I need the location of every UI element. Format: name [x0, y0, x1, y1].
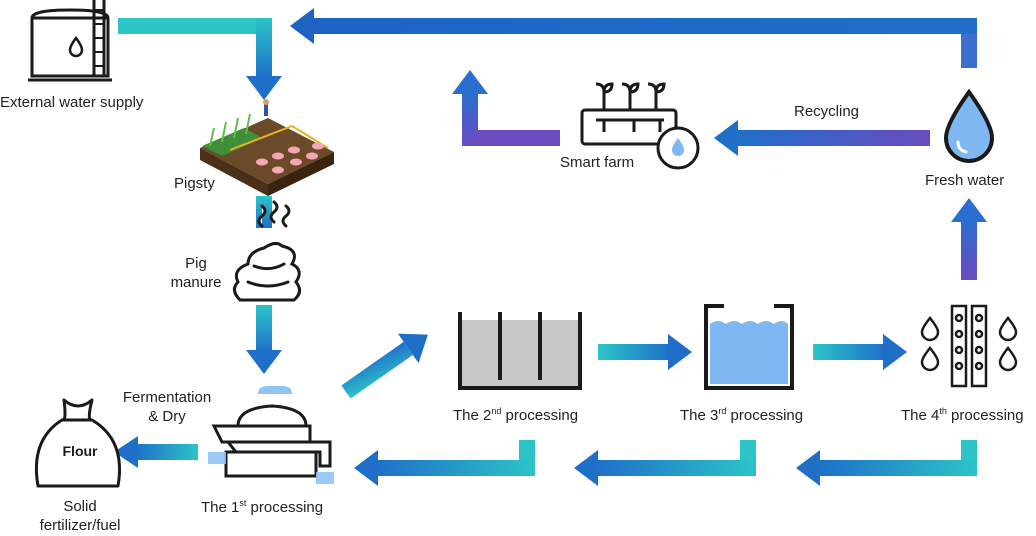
water-tank-icon	[28, 0, 112, 82]
first-to-second-arrow	[341, 333, 428, 399]
bottom-return-4-3	[796, 440, 977, 486]
filter-icon	[920, 304, 1018, 388]
pigsty-label: Pigsty	[174, 175, 215, 192]
smart-farm-label: Smart farm	[560, 154, 635, 171]
flour-sack-icon	[34, 398, 122, 488]
smart-farm-arrow	[452, 70, 560, 146]
digester-icon	[208, 386, 334, 484]
manure-icon	[233, 200, 301, 302]
pigsty-icon	[200, 99, 334, 196]
second-to-third-arrow	[598, 334, 692, 370]
third-to-fourth-arrow	[813, 334, 907, 370]
pig-manure-label-2: manure	[170, 274, 222, 291]
flour-text: Flour	[63, 443, 99, 459]
fourth-to-fresh-arrow	[951, 198, 987, 280]
return-arrow-top	[290, 8, 977, 68]
external-water-label: External water supply	[0, 94, 144, 111]
second-tank-icon	[458, 312, 582, 390]
smart-farm-icon	[580, 82, 700, 170]
fourth-processing-label: The 4th processing	[901, 406, 1024, 425]
solid-fertilizer-label-1: Solid	[63, 498, 97, 515]
manure-to-first-arrow	[246, 305, 282, 374]
fermentation-label-2: & Dry	[148, 408, 186, 425]
third-processing-label: The 3rd processing	[680, 406, 804, 425]
bottom-return-3-2	[574, 440, 756, 486]
first-processing-label: The 1st processing	[201, 498, 324, 517]
pig-manure-label-1: Pig	[185, 255, 207, 272]
water-drop-icon	[943, 88, 995, 163]
second-processing-label: The 2nd processing	[453, 406, 579, 425]
supply-arrow	[118, 18, 282, 100]
solid-fertilizer-label-2: fertilizer/fuel	[39, 517, 121, 534]
recycling-arrow	[714, 120, 930, 156]
fermentation-label-1: Fermentation	[122, 389, 212, 406]
recycling-label: Recycling	[794, 103, 860, 120]
fresh-water-label: Fresh water	[925, 172, 1005, 189]
third-tank-icon	[704, 304, 794, 390]
fermentation-arrow	[114, 436, 198, 468]
bottom-return-2-1	[354, 440, 535, 486]
